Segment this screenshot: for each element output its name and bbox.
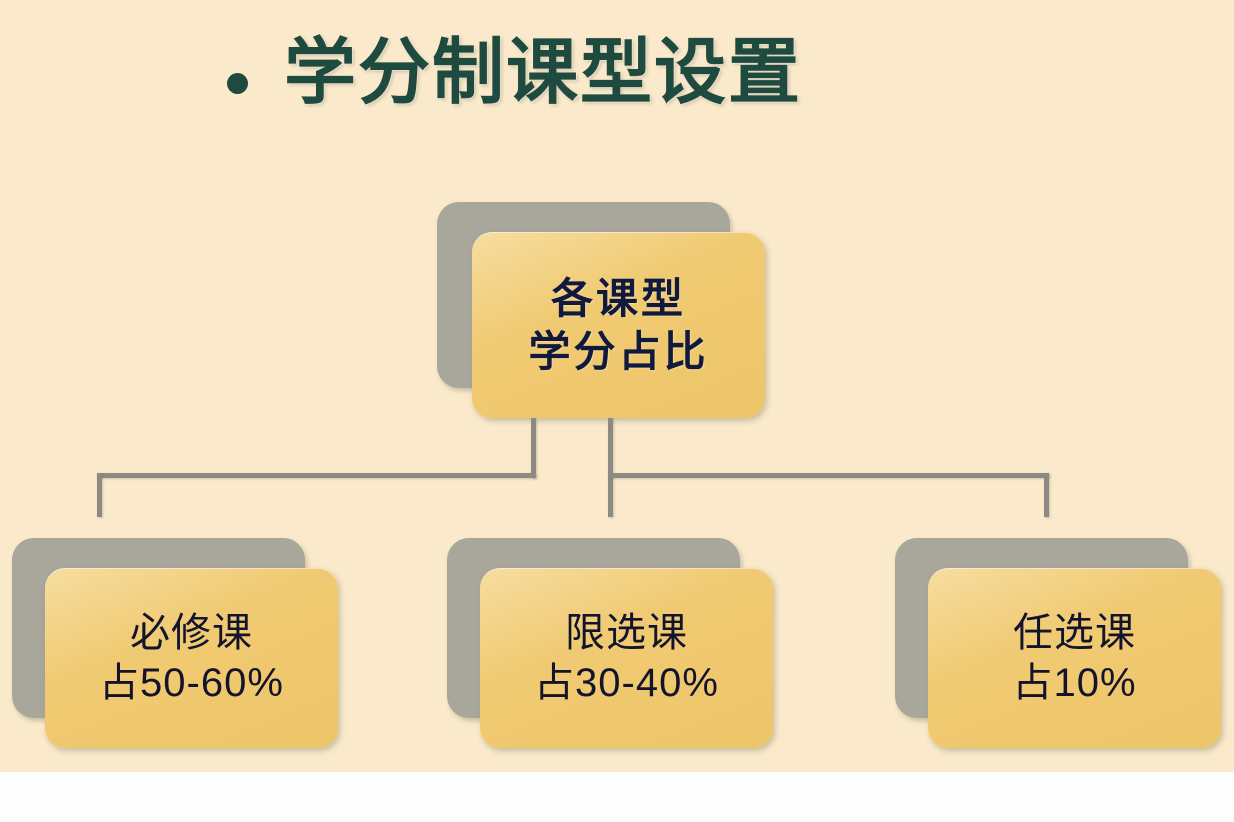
leaf-node-label: 限选课 [565,611,688,655]
page-title: 学分制课型设置 [284,33,803,113]
bottom-white-strip [0,772,1234,822]
connector-drop-right [1044,473,1049,517]
leaf-node-card[interactable]: 必修课 占50-60% [45,568,338,748]
connector-drop-left [97,473,102,517]
leaf-node-value: 占10% [1012,661,1137,705]
root-node-line2: 学分占比 [528,328,709,375]
connector-vertical-center [608,418,613,517]
connector-horizontal-left [97,473,536,478]
leaf-node-label: 必修课 [130,611,253,655]
leaf-node-card[interactable]: 任选课 占10% [928,568,1221,748]
bullet-icon [227,73,248,94]
slide-title-row: 学分制课型设置 [0,16,1234,128]
leaf-node-value: 占50-60% [99,661,284,705]
leaf-node-value: 占30-40% [534,661,719,705]
root-node-card[interactable]: 各课型 学分占比 [472,232,765,418]
leaf-node-card[interactable]: 限选课 占30-40% [480,568,773,748]
connector-vertical-left [531,418,536,478]
leaf-node-label: 任选课 [1013,611,1136,655]
connector-horizontal-right [608,473,1049,478]
root-node-line1: 各课型 [550,275,686,322]
